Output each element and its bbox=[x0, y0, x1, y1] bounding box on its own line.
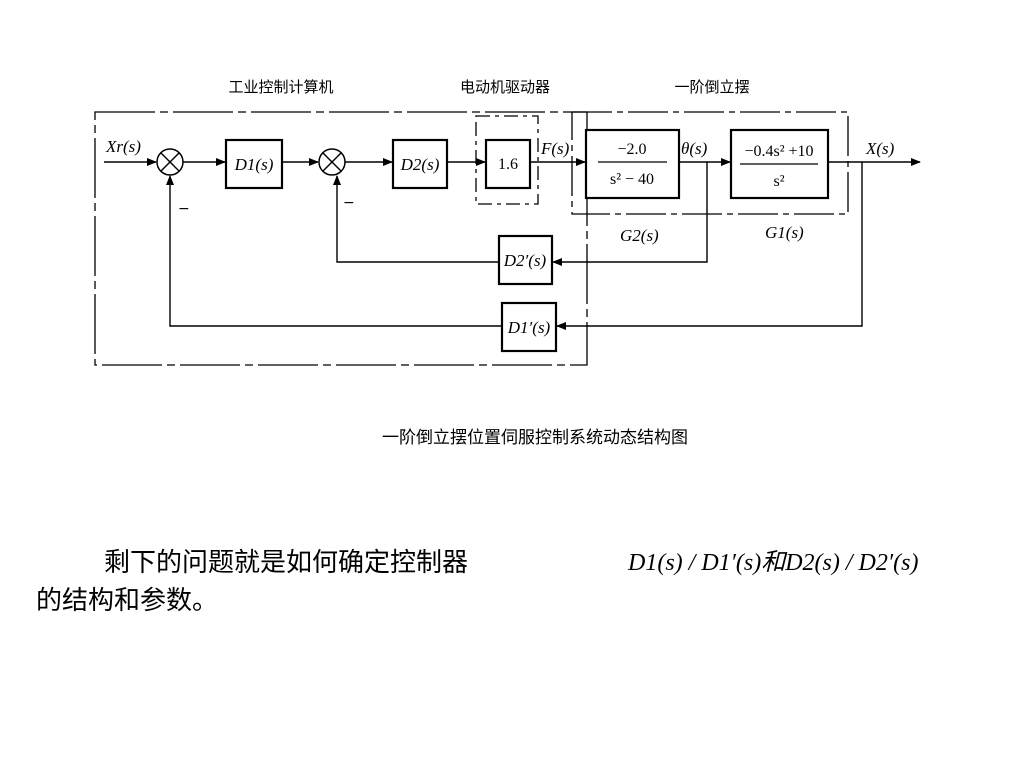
paragraph-line-1: 剩下的问题就是如何确定控制器 bbox=[36, 545, 468, 581]
diagram-caption: 一阶倒立摆位置伺服控制系统动态结构图 bbox=[382, 428, 688, 448]
inner-feedback-return bbox=[333, 175, 499, 263]
block-d2-prime-label: D2′(s) bbox=[503, 251, 547, 270]
block-g2-numerator: −2.0 bbox=[617, 141, 646, 158]
group-label-pendulum: 一阶倒立摆 bbox=[674, 78, 749, 96]
paragraph-text-1: 剩下的问题就是如何确定控制器 bbox=[104, 548, 469, 578]
block-g2 bbox=[584, 128, 681, 200]
block-g2-denominator: s² − 40 bbox=[610, 171, 654, 188]
outer-feedback-return bbox=[166, 175, 502, 327]
block-d2 bbox=[391, 138, 449, 190]
block-g1-denominator: s² bbox=[773, 173, 784, 190]
paragraph-line-2: 的结构和参数。 bbox=[36, 586, 219, 616]
block-d1-prime-label: D1′(s) bbox=[507, 318, 551, 337]
signal-output-label: X(s) bbox=[865, 139, 895, 158]
label-g1: G1(s) bbox=[765, 223, 804, 242]
signal-angle-label: θ(s) bbox=[681, 139, 708, 158]
block-gain-label: 1.6 bbox=[498, 156, 518, 173]
group-label-driver: 电动机驱动器 bbox=[460, 78, 550, 96]
minus-sign-1: − bbox=[178, 201, 190, 217]
summing-junction-2 bbox=[318, 148, 346, 176]
block-gain bbox=[484, 138, 532, 190]
pendulum-frame bbox=[571, 111, 849, 215]
block-g1-numerator: −0.4s² +10 bbox=[744, 143, 813, 160]
minus-sign-2: − bbox=[343, 195, 355, 211]
signal-force-label: F(s) bbox=[540, 139, 570, 158]
block-d2-label: D2(s) bbox=[400, 155, 440, 174]
signal-input-label: Xr(s) bbox=[105, 137, 141, 156]
summing-junction-1 bbox=[156, 148, 184, 176]
block-d1-label: D1(s) bbox=[234, 155, 274, 174]
block-d1 bbox=[224, 138, 284, 190]
group-label-computer: 工业控制计算机 bbox=[228, 78, 333, 96]
block-d2-prime bbox=[497, 234, 554, 286]
outer-feedback-wire bbox=[556, 162, 863, 330]
block-d1-prime bbox=[500, 301, 558, 353]
inner-feedback-wire bbox=[552, 162, 708, 266]
label-g2: G2(s) bbox=[620, 226, 659, 245]
computer-frame bbox=[94, 111, 588, 366]
controller-formula: D1(s) / D1′(s)和D2(s) / D2′(s) bbox=[628, 550, 919, 576]
